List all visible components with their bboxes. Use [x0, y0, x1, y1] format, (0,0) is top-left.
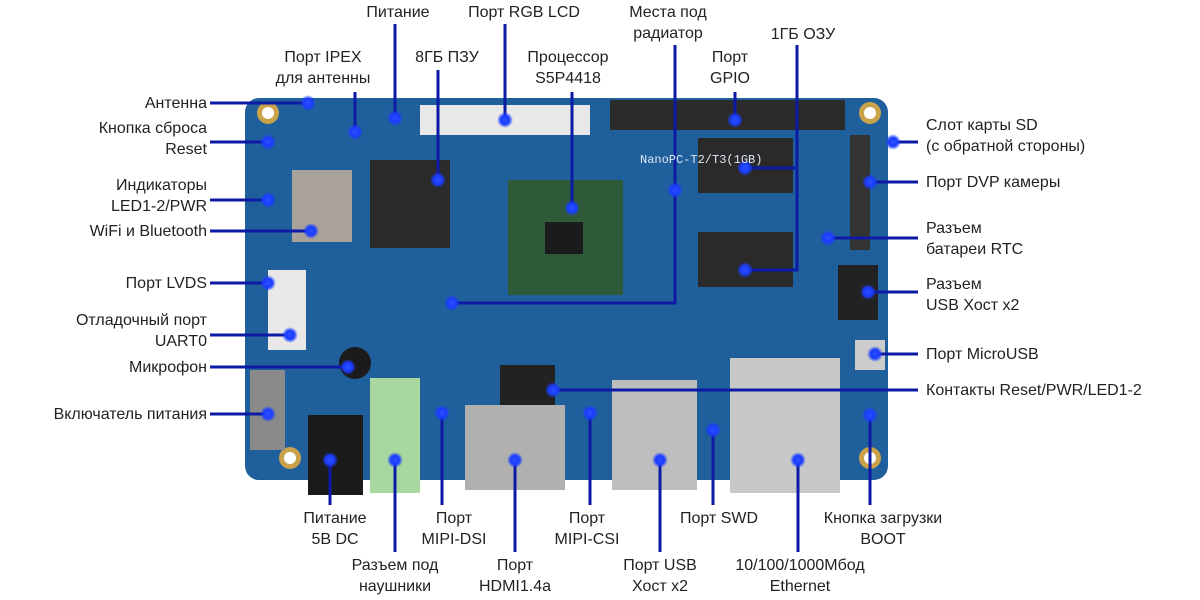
ethernet-port	[730, 358, 840, 493]
label-text: MIPI-DSI	[421, 531, 487, 548]
label-power-switch: Включатель питания	[54, 404, 207, 425]
label-text: 8ГБ ПЗУ	[415, 49, 479, 66]
label-text: Питание	[303, 510, 367, 527]
label-mic: Микрофон	[129, 357, 207, 378]
label-usb: Порт USB Хост x2	[623, 555, 697, 597]
label-antenna: Антенна	[145, 93, 207, 114]
label-dc: Питание 5В DC	[303, 508, 366, 550]
label-text: (с обратной стороны)	[926, 138, 1086, 155]
label-text: Питание	[366, 4, 430, 21]
label-text: Контакты Reset/PWR/LED1-2	[926, 382, 1142, 399]
label-text: Отладочный порт	[75, 312, 207, 329]
label-text: Включатель питания	[53, 406, 207, 423]
label-text: наушники	[358, 578, 432, 595]
label-power-top: Питание	[366, 2, 429, 23]
contacts-header	[500, 365, 555, 405]
label-emmc: 8ГБ ПЗУ	[415, 47, 479, 68]
label-text: Порт SWD	[679, 510, 759, 527]
label-rgb-lcd: Порт RGB LCD	[468, 2, 580, 23]
label-text: BOOT	[860, 531, 906, 548]
label-ram: 1ГБ ОЗУ	[771, 24, 836, 45]
label-swd: Порт SWD	[680, 508, 758, 529]
ram-chip-2	[698, 232, 793, 287]
gpio-header	[610, 100, 845, 130]
label-text: GPIO	[709, 70, 751, 87]
label-text: USB Хост x2	[926, 297, 1020, 314]
label-sd: Слот карты SD (с обратной стороны)	[926, 115, 1085, 157]
label-text: 1ГБ ОЗУ	[770, 26, 836, 43]
label-text: Хост x2	[631, 578, 689, 595]
label-audio: Разъем под наушники	[352, 555, 439, 597]
label-text: Порт	[435, 510, 473, 527]
label-text: UART0	[154, 333, 207, 350]
label-text: LED1-2/PWR	[110, 198, 207, 215]
label-text: радиатор	[633, 25, 703, 42]
label-text: WiFi и Bluetooth	[89, 223, 207, 240]
label-heatsink: Места под радиатор	[629, 2, 706, 44]
label-text: Порт USB	[623, 557, 697, 574]
label-text: Порт	[568, 510, 606, 527]
label-microusb: Порт MicroUSB	[926, 344, 1039, 365]
board	[245, 98, 888, 495]
label-text: S5P4418	[535, 70, 601, 87]
label-ipex: Порт IPEX для антенны	[276, 47, 371, 89]
label-dvp: Порт DVP камеры	[926, 172, 1060, 193]
leader-lines	[210, 24, 918, 552]
label-text: 5В DC	[311, 531, 359, 548]
usb-port	[612, 380, 697, 490]
dvp-connector	[850, 135, 870, 250]
label-text: Места под	[629, 4, 707, 21]
label-text: Порт MicroUSB	[926, 346, 1039, 363]
label-text: Антенна	[144, 95, 207, 112]
label-text: HDMI1.4a	[478, 578, 552, 595]
label-text: Слот карты SD	[926, 117, 1038, 134]
label-text: Индикаторы	[116, 177, 207, 194]
board-silkscreen-title: NanoPC-T2/T3(1GB)	[640, 153, 763, 167]
label-text: батареи RTC	[926, 241, 1024, 258]
label-text: 10/100/1000Мбод	[735, 557, 865, 574]
label-lvds: Порт LVDS	[126, 273, 207, 294]
label-text: Микрофон	[129, 359, 207, 376]
label-text: Порт IPEX	[284, 49, 362, 66]
label-text: Порт	[711, 49, 749, 66]
label-text: Кнопка загрузки	[823, 510, 943, 527]
label-text: Порт LVDS	[125, 275, 207, 292]
label-text: Процессор	[527, 49, 609, 66]
label-text: для антенны	[275, 70, 371, 87]
label-rtc: Разъем батареи RTC	[926, 218, 1023, 260]
label-text: Разъем под	[351, 557, 439, 574]
label-text: Разъем	[926, 276, 982, 293]
label-text: Ethernet	[769, 578, 831, 595]
label-wifi: WiFi и Bluetooth	[90, 221, 207, 242]
label-text: Порт RGB LCD	[468, 4, 580, 21]
label-text: Кнопка сброса	[98, 120, 207, 137]
label-text: Разъем	[926, 220, 982, 237]
label-text: Порт	[496, 557, 534, 574]
label-text: Reset	[165, 141, 207, 158]
label-contacts: Контакты Reset/PWR/LED1-2	[926, 380, 1142, 401]
label-text: MIPI-CSI	[554, 531, 620, 548]
label-text: Порт DVP камеры	[926, 174, 1061, 191]
marker-dots	[260, 95, 901, 468]
